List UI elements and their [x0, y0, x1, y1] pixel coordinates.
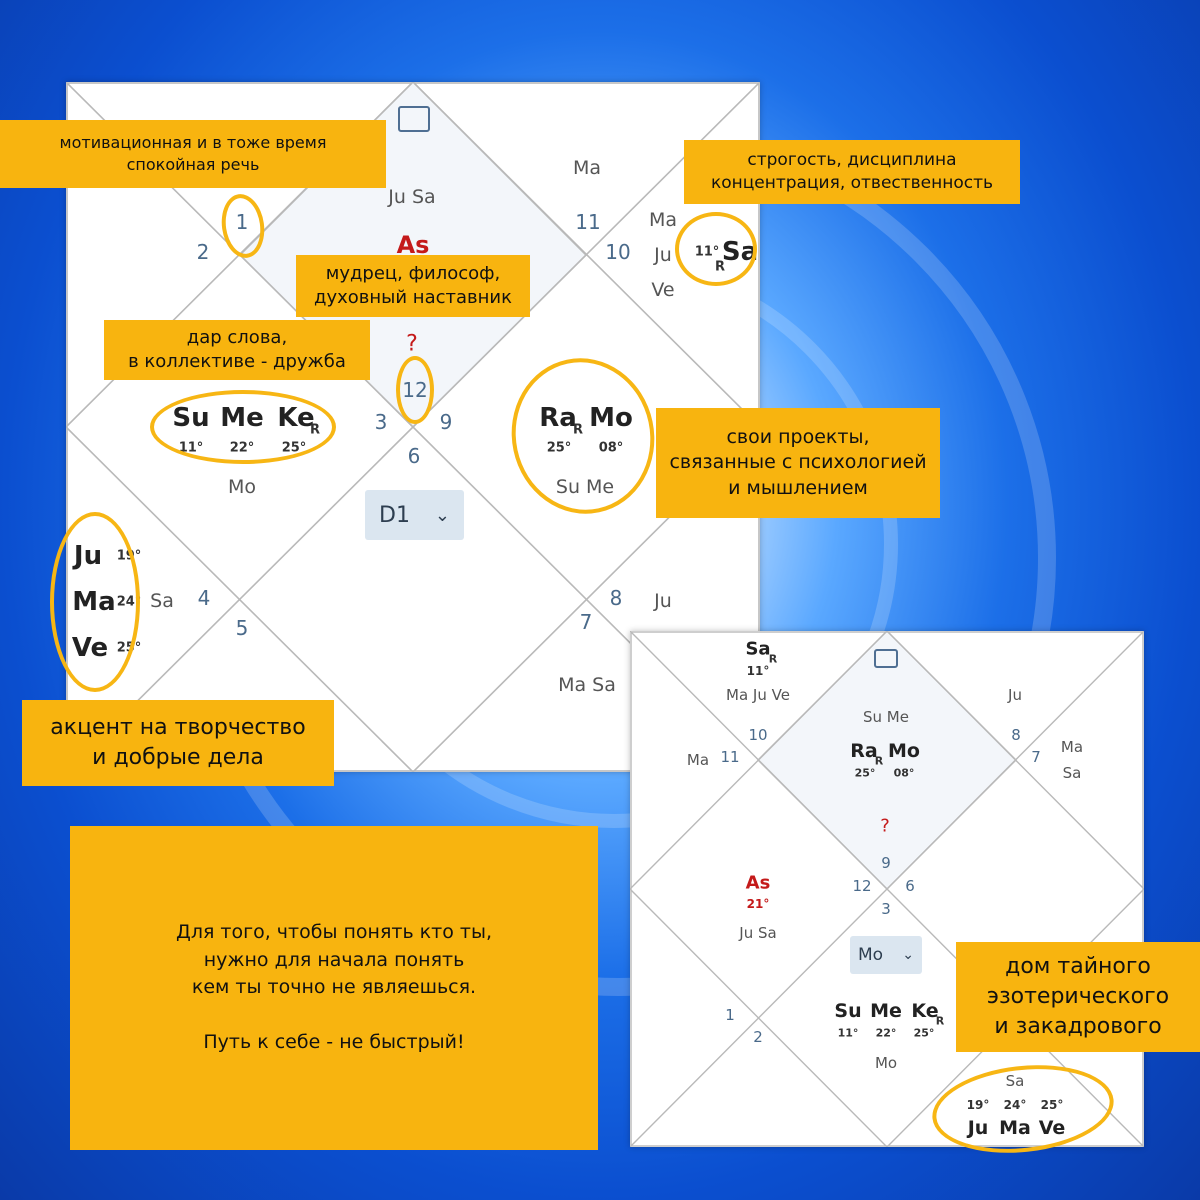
house-number-2: 2: [753, 1028, 763, 1046]
house-number-1: 1: [235, 210, 249, 234]
house-number-11: 11: [575, 210, 601, 234]
right-su-me: Su Me: [555, 476, 615, 498]
lower-mo: Mo: [874, 1054, 898, 1072]
bottom-ma-sa: Ma Sa: [558, 674, 616, 696]
su-me-top: Su Me: [863, 708, 909, 726]
planet-mo: Mo: [888, 740, 920, 762]
planet-me: Me: [870, 1000, 902, 1022]
ra-retro-mark: R: [572, 422, 584, 438]
bottom-sa: Sa: [1005, 1072, 1025, 1090]
square-icon[interactable]: [398, 106, 430, 132]
mo-degree: 08°: [598, 440, 624, 456]
house-number-1: 1: [725, 1006, 735, 1024]
chevron-down-icon: ⌄: [434, 504, 450, 526]
mo-degree: 08°: [893, 766, 915, 780]
highlight-ring-house-12: [396, 356, 434, 424]
note-speech: мотивационная и в тоже время спокойная р…: [0, 120, 386, 188]
saturn-retro-mark: R: [768, 652, 778, 666]
ju-sa-left: Ju Sa: [739, 924, 777, 942]
highlight-ring-su-me-ke: [150, 390, 336, 464]
chart-select-dropdown[interactable]: Mo ⌄: [850, 936, 922, 974]
note-gift: дар слова, в коллективе - дружба: [104, 320, 370, 380]
house-number-4: 4: [197, 586, 211, 610]
ke-degree: 25°: [913, 1026, 935, 1040]
note-creative: акцент на творчество и добрые дела: [22, 700, 334, 786]
house-number-10: 10: [605, 240, 631, 264]
bottom-left-sa: Sa: [150, 590, 174, 612]
house-number-6: 6: [407, 444, 421, 468]
house-number-9: 9: [881, 854, 891, 872]
planet-ra: Ra: [850, 740, 878, 762]
dropdown-value: Mo: [858, 945, 884, 965]
house-number-7: 7: [1031, 748, 1041, 766]
house-number-9: 9: [439, 410, 453, 434]
ve-degree: 25°: [1040, 1098, 1064, 1112]
ke-retro-mark: R: [935, 1014, 945, 1028]
saturn-degree: 11°: [746, 664, 770, 678]
house-number-8: 8: [1011, 726, 1021, 744]
ascendant-label: As: [396, 231, 430, 259]
right-col-ma: Ma: [648, 209, 678, 231]
su-degree: 11°: [837, 1026, 859, 1040]
ma-degree: 24°: [1003, 1098, 1027, 1112]
house-number-3: 3: [881, 900, 891, 918]
note-secret: дом тайного эзотерического и закадрового: [956, 942, 1200, 1052]
highlight-ring-ju-ma-ve: [50, 512, 140, 692]
dropdown-value: D1: [379, 502, 410, 528]
house-planets-ju-sa: Ju Sa: [388, 186, 436, 208]
right-col-ve: Ve: [651, 279, 675, 301]
house-number-5: 5: [235, 616, 249, 640]
planet-mo: Mo: [589, 403, 633, 433]
chart-select-dropdown[interactable]: D1 ⌄: [365, 490, 464, 540]
ra-degree: 25°: [854, 766, 876, 780]
question-mark: ?: [406, 331, 418, 357]
house-number-11: 11: [720, 748, 740, 766]
planet-ma: Ma: [999, 1117, 1031, 1139]
note-main: Для того, чтобы понять кто ты, нужно для…: [70, 826, 598, 1150]
note-sage: мудрец, философ, духовный наставник: [296, 255, 530, 317]
chart-moon-grid: [630, 631, 1144, 1147]
chevron-down-icon: ⌄: [902, 947, 914, 963]
house-number-2: 2: [196, 240, 210, 264]
ascendant-label: As: [745, 872, 771, 894]
planet-ju: Ju: [967, 1117, 989, 1139]
ju-top-right: Ju: [1008, 686, 1022, 704]
saturn-label: Sa: [745, 638, 771, 660]
planet-ra: Ra: [539, 403, 577, 433]
left-mo: Mo: [227, 476, 257, 498]
house-number-12: 12: [852, 877, 872, 895]
house-number-10: 10: [748, 726, 768, 744]
right-col-ju: Ju: [654, 244, 672, 266]
ju-degree: 19°: [966, 1098, 990, 1112]
chart-d1-moon: Sa R 11° Ma Ju Ve Ju 10 11 Ma 8 7 Ma Sa …: [630, 631, 1144, 1147]
square-icon[interactable]: [874, 649, 898, 668]
ma-right: Ma: [1060, 738, 1084, 756]
sa-right: Sa: [1062, 764, 1082, 782]
planet-ke: Ke: [911, 1000, 939, 1022]
note-projects: свои проекты, связанные с психологией и …: [656, 408, 940, 518]
right-ju: Ju: [654, 590, 672, 612]
ascendant-degree: 21°: [746, 897, 770, 911]
planet-su: Su: [834, 1000, 862, 1022]
highlight-ring-saturn: [675, 212, 757, 286]
top-right-ma: Ma: [572, 157, 602, 179]
house-number-6: 6: [905, 877, 915, 895]
house-number-7: 7: [579, 610, 593, 634]
ra-retro-mark: R: [874, 754, 884, 768]
note-strict: строгость, дисциплина концентрация, отве…: [684, 140, 1020, 204]
planet-ve: Ve: [1038, 1117, 1066, 1139]
house-number-3: 3: [374, 410, 388, 434]
ma-left: Ma: [686, 751, 710, 769]
me-degree: 22°: [875, 1026, 897, 1040]
question-mark: ?: [880, 815, 890, 837]
house-number-8: 8: [609, 586, 623, 610]
ra-degree: 25°: [546, 440, 572, 456]
ma-ju-ve-label: Ma Ju Ve: [726, 686, 790, 704]
